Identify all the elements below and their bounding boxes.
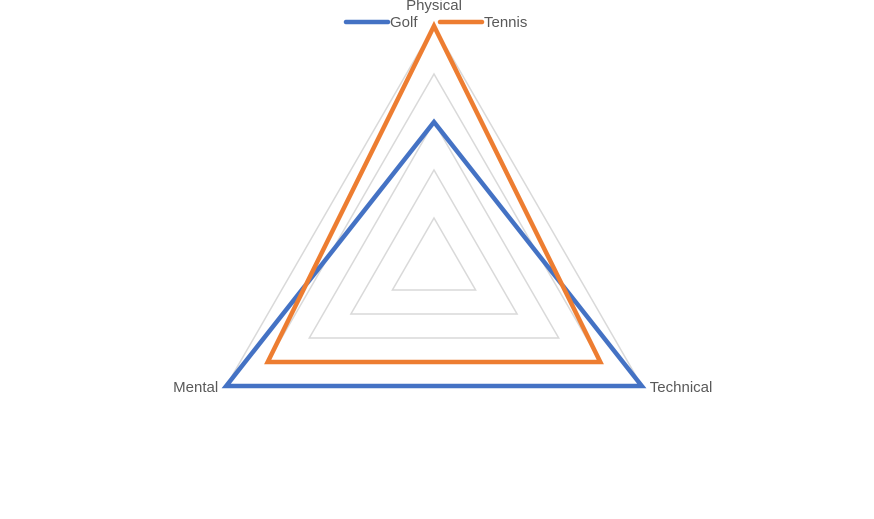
legend: Golf Tennis [343,14,527,31]
grid-ring-2 [349,168,519,315]
grid-ring-5 [224,24,644,387]
axis-label-physical: Physical [406,0,462,14]
axis-label-mental: Mental [173,379,218,396]
axis-label-technical: Technical [650,379,713,396]
legend-label-tennis: Tennis [484,14,527,31]
grid-ring-1 [391,216,477,291]
grid-layer [224,24,644,387]
grid-ring-3 [308,120,560,339]
series-tennis-line [264,20,604,365]
series-layer [221,20,647,389]
legend-label-golf: Golf [390,14,418,31]
series-golf-line [221,118,647,389]
